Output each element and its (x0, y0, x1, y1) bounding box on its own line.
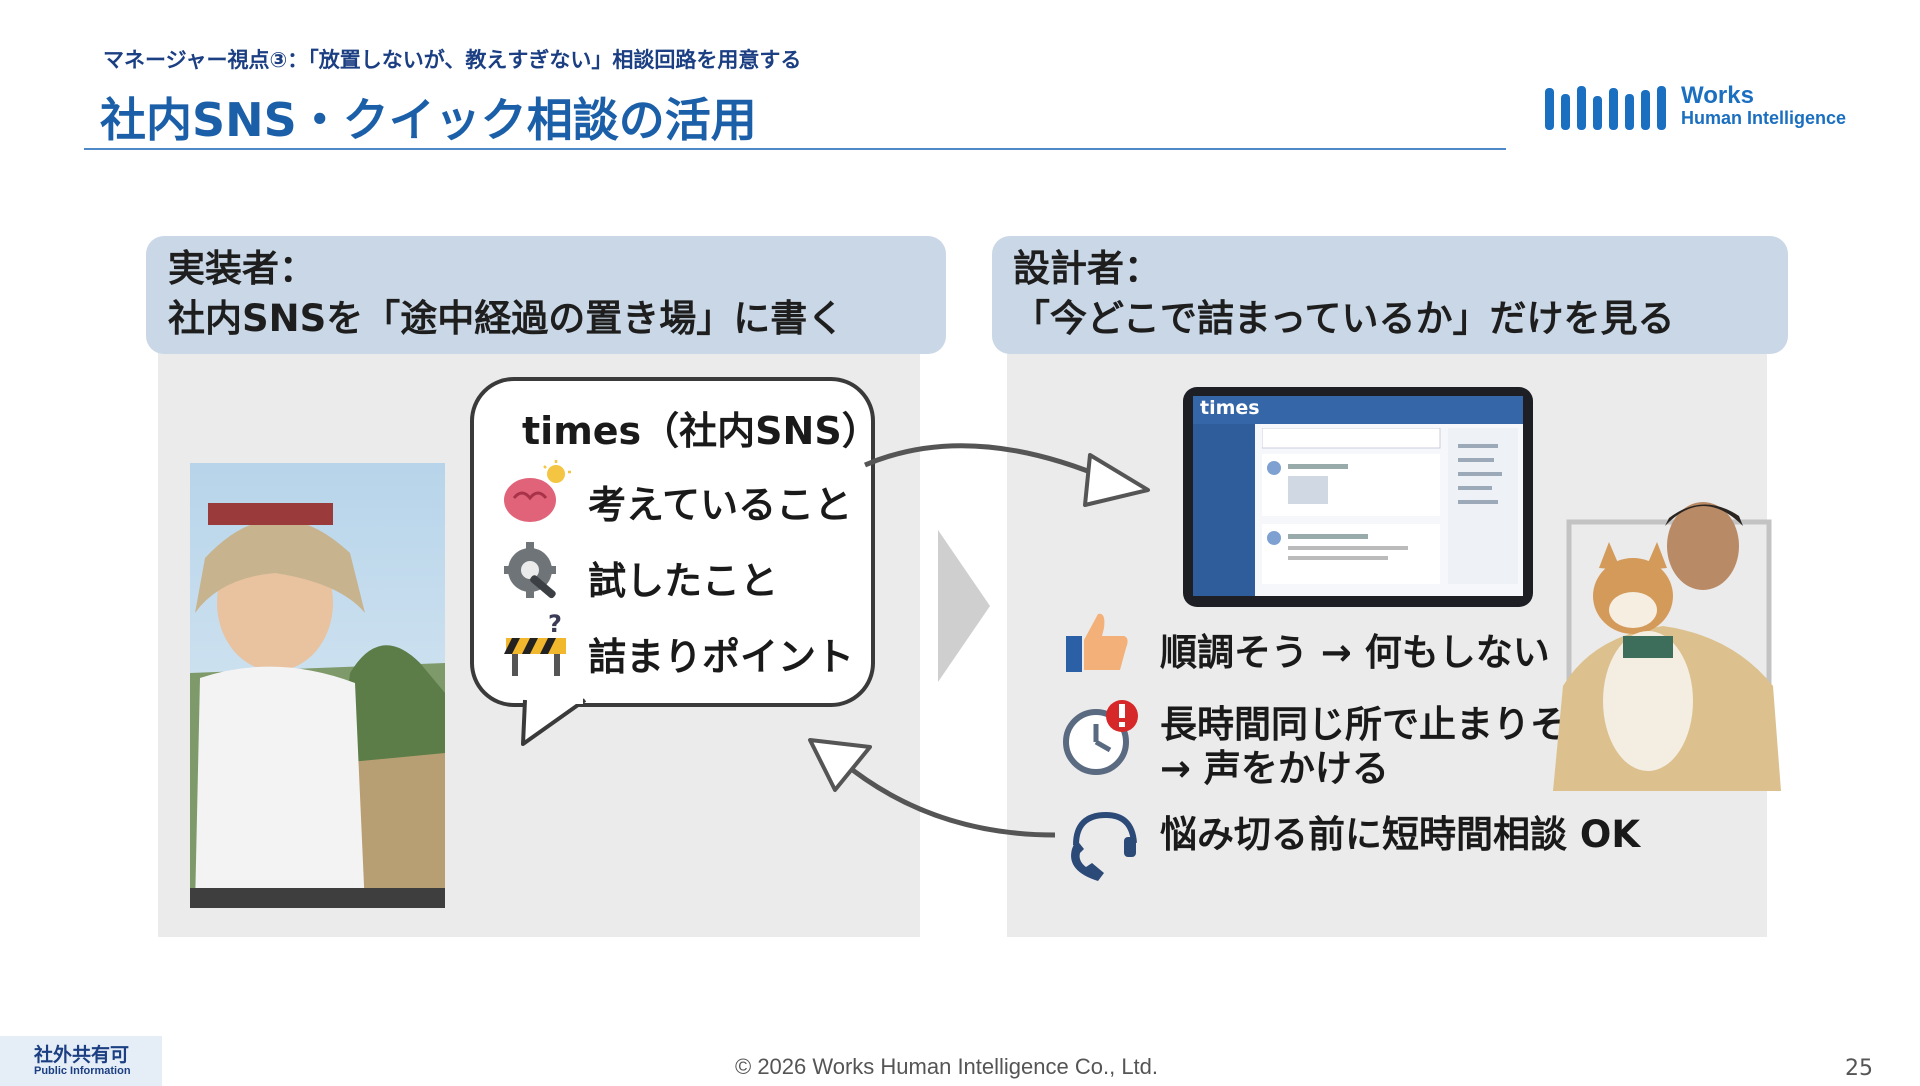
slide-title: 社内SNS・クイック相談の活用 (100, 84, 757, 150)
slide-subtitle: マネージャー視点③：「放置しないが、教えすぎない」相談回路を用意する (103, 44, 801, 74)
chevron-right-icon (938, 530, 990, 682)
designer-heading-line1: 設計者： (1013, 244, 1161, 294)
implementer-heading-line2: 社内SNSを「途中経過の置き場」に書く (168, 294, 844, 344)
designer-item-consult: 悩み切る前に短時間相談 OK (1160, 804, 1640, 858)
logo-wordmark-works: Works (1681, 82, 1754, 110)
tablet-feed-content (1262, 428, 1520, 593)
thumbs-up-icon (1062, 606, 1132, 676)
arrow-to-designer (860, 425, 1160, 515)
svg-text:?: ? (548, 610, 562, 638)
implementer-heading-line1: 実装者： (168, 244, 316, 294)
title-divider (84, 148, 1506, 150)
bubble-tail (515, 698, 595, 746)
page-number: 25 (1845, 1056, 1873, 1081)
tablet-app-label: times (1200, 397, 1260, 419)
bubble-item-thinking: 考えていること (588, 474, 852, 529)
designer-item-stuck-line2: → 声をかける (1160, 738, 1389, 792)
copyright-text: © 2026 Works Human Intelligence Co., Ltd… (735, 1054, 1158, 1080)
bubble-item-tried: 試したこと (588, 550, 778, 605)
clock-alert-icon (1062, 698, 1142, 778)
badge-sublabel: Public Information (34, 1065, 131, 1077)
badge-label: 社外共有可 (34, 1040, 129, 1067)
designer-item-smooth: 順調そう → 何もしない (1160, 622, 1550, 676)
arrow-to-implementer (790, 735, 1060, 850)
gear-wrench-icon (500, 538, 570, 604)
bubble-item-blocker: 詰まりポイント (588, 626, 854, 681)
roadblock-question-icon: ? (500, 610, 572, 680)
logo-wordmark-hi: Human Intelligence (1681, 108, 1846, 129)
tablet-sidebar (1193, 424, 1255, 596)
designer-photo (1553, 486, 1781, 791)
bubble-title: times（社内SNS） (522, 400, 880, 455)
implementer-photo (190, 463, 445, 908)
headset-phone-icon (1062, 805, 1142, 885)
designer-heading-line2: 「今どこで詰まっているか」だけを見る (1013, 294, 1675, 344)
brain-lightbulb-icon (500, 460, 572, 526)
